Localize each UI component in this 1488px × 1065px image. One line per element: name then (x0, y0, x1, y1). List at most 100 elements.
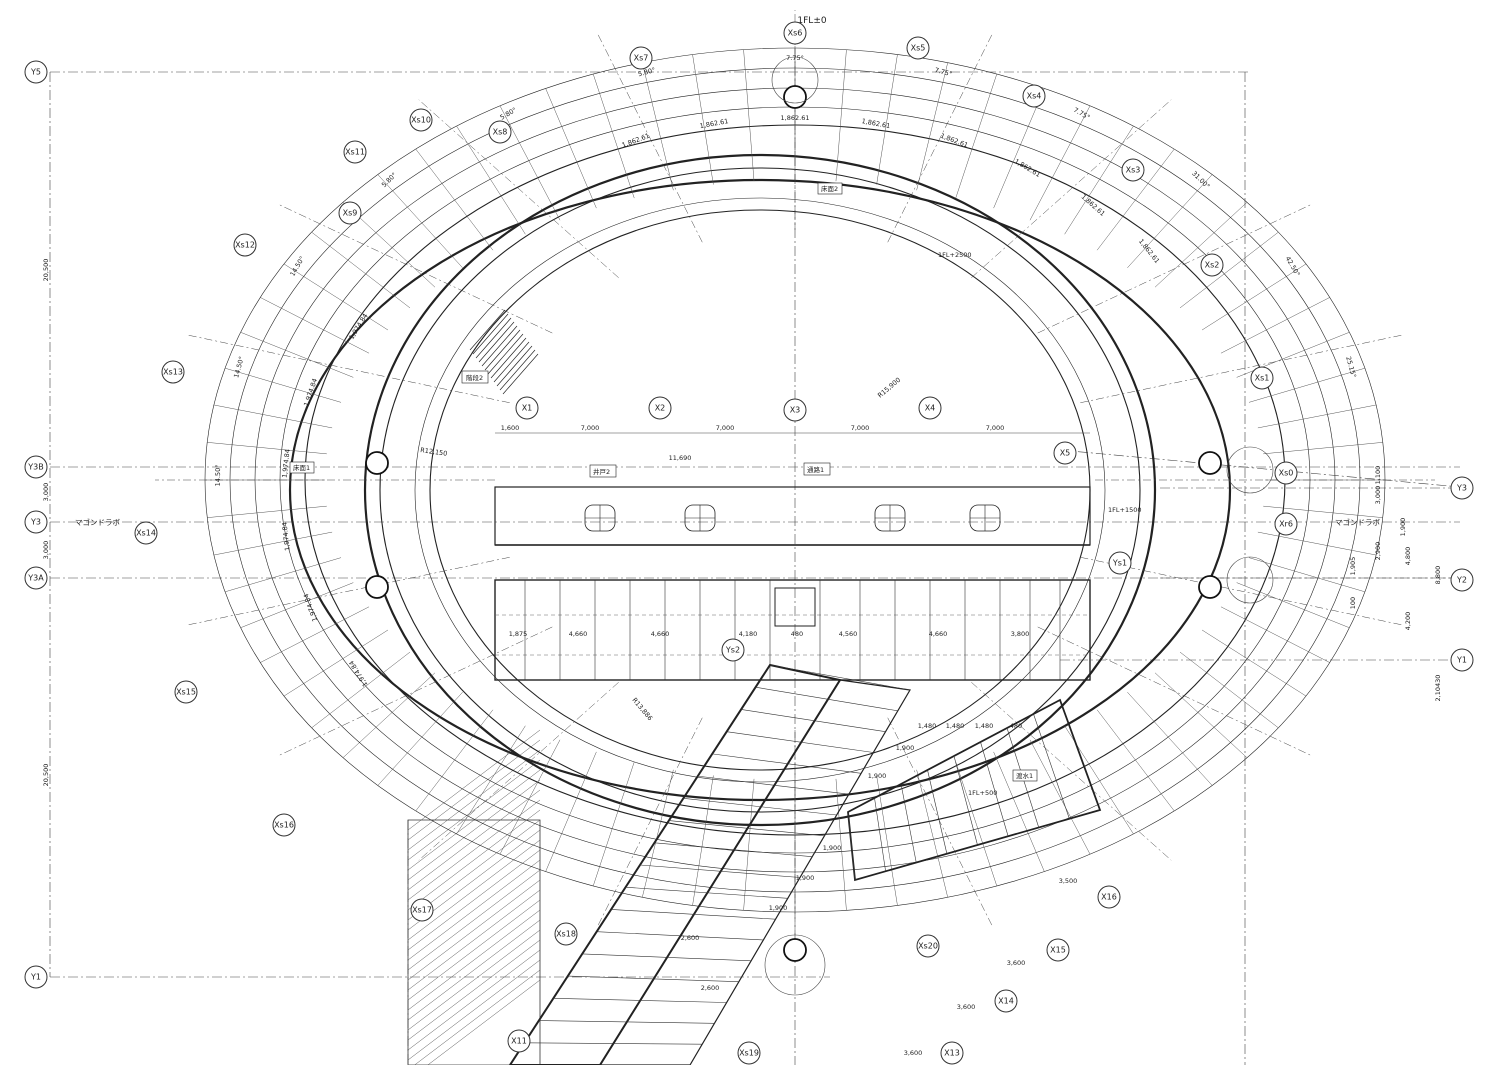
grid-bubble-xs8: Xs8 (488, 120, 512, 144)
grid-bubble-xs5: Xs5 (906, 36, 930, 60)
svg-text:Xs6: Xs6 (788, 29, 803, 38)
grid-bubble-xs11: Xs11 (343, 140, 367, 164)
bridge-label: 通路1 (807, 465, 824, 474)
svg-text:Y5: Y5 (30, 68, 41, 77)
dim-middle: 1,875 (509, 630, 528, 638)
grid-bubble-xs10: Xs10 (409, 108, 433, 132)
svg-text:X4: X4 (925, 404, 936, 413)
dim-top: 7,000 (986, 424, 1005, 432)
grid-bubble-y3a-5: Y3A (24, 566, 48, 590)
dim-angle: 7.75° (786, 54, 804, 62)
dim-ring-upper: 1,862.61 (939, 132, 969, 150)
diagonal-bridge (508, 663, 1102, 1065)
grid-bubble-xr6: Xr6 (1274, 512, 1298, 536)
svg-text:X2: X2 (655, 404, 666, 413)
grid-bubble-y3-left: Y3 (24, 510, 48, 534)
grid-bubble-xs14: Xs14 (134, 521, 158, 545)
dim-angle: 42.50° (1284, 255, 1302, 278)
svg-text:X14: X14 (998, 997, 1014, 1006)
grid-bubble-y3b-4: Y3B (24, 455, 48, 479)
gate-label: 渡水1 (1016, 771, 1033, 780)
grid-bubble-xs19: Xs19 (737, 1041, 761, 1065)
dim-stair: 1,900 (796, 874, 815, 882)
svg-text:X16: X16 (1101, 893, 1117, 902)
well-label: 井戸2 (593, 467, 610, 476)
svg-text:Xs8: Xs8 (493, 128, 508, 137)
dim-stair: 480 (1010, 722, 1022, 730)
svg-text:Ys2: Ys2 (725, 646, 740, 655)
dim-stair: 3,500 (1059, 877, 1078, 885)
dim-left: 3,000 (42, 483, 50, 502)
grid-bubble-xs17: Xs17 (410, 898, 434, 922)
grid-bubble-xs12: Xs12 (233, 233, 257, 257)
dim-angle: 14.50° (214, 464, 222, 486)
grid-bubble-x14: X14 (994, 989, 1018, 1013)
grid-lines (49, 30, 1461, 1065)
grid-bubble-x13: X13 (940, 1041, 964, 1065)
radius-label-inner: R15,900 (876, 376, 902, 400)
svg-text:Xs9: Xs9 (343, 209, 358, 218)
hatched-area (407, 729, 541, 1065)
grid-bubble-y5-3: Y5 (24, 60, 48, 84)
fl-label-b: 1FL+2500 (938, 251, 971, 259)
radius-label-outer: R12,150 (420, 446, 448, 458)
svg-text:X3: X3 (790, 406, 801, 415)
svg-text:Xs4: Xs4 (1027, 92, 1042, 101)
svg-text:Xs16: Xs16 (274, 821, 294, 830)
svg-text:Xs2: Xs2 (1205, 261, 1220, 270)
grid-bubble-x5: X5 (1053, 441, 1077, 465)
grid-bubble-y3-0: Y3 (1450, 476, 1474, 500)
dim-stair: 3,600 (957, 1003, 976, 1011)
fl-label-c: 1FL+500 (968, 789, 997, 797)
dim-middle: 4,660 (929, 630, 948, 638)
grid-bubble-xs7: Xs7 (629, 46, 653, 70)
grid-bubble-x1: X1 (515, 396, 539, 420)
floor-label: 床面1 (293, 463, 310, 472)
grid-bubble-x2: X2 (648, 396, 672, 420)
svg-text:Ys1: Ys1 (1112, 559, 1127, 568)
dim-stair: 1,480 (946, 722, 965, 730)
svg-text:Xs14: Xs14 (136, 529, 156, 538)
dim-stair: 3,600 (904, 1049, 923, 1057)
grid-bubble-xs0: Xs0 (1274, 461, 1298, 485)
svg-text:Y3: Y3 (30, 518, 41, 527)
dim-ring-left: 1,974.84 (348, 312, 370, 341)
dim-ring-upper: 1,862.61 (781, 114, 810, 122)
dim-middle: 4,660 (651, 630, 670, 638)
grid-bubble-x15: X15 (1046, 938, 1070, 962)
grid-bubble-xs3: Xs3 (1121, 158, 1145, 182)
dim-top: 7,000 (716, 424, 735, 432)
gondola-label-left: マゴンドラボ (75, 517, 120, 527)
dim-right: 8,800 (1434, 566, 1442, 585)
dim-top: 7,000 (581, 424, 600, 432)
svg-text:Xs20: Xs20 (918, 942, 938, 951)
dim-angle: 14.50° (288, 255, 306, 278)
dim-middle: 3,800 (1011, 630, 1030, 638)
grid-bubble-xs2: Xs2 (1200, 253, 1224, 277)
dim-stair: 1,900 (823, 844, 842, 852)
grid-bubble-xs16: Xs16 (272, 813, 296, 837)
svg-text:Xs3: Xs3 (1126, 166, 1141, 175)
dim-ring-left: 1,974.84 (348, 659, 370, 688)
dim-angle: 14.50° (232, 356, 246, 379)
dim-ring-left: 1,974.84 (281, 522, 292, 552)
dim-left: 3,000 (42, 541, 50, 560)
svg-text:Xs10: Xs10 (411, 116, 431, 125)
dim-stair: 1,480 (918, 722, 937, 730)
stair-label: 階段2 (466, 373, 483, 382)
grid-bubbles: Xs1Xs2Xs3Xs4Xs5Xs6Xs7Xs8Xs9Xs10Xs11Xs12X… (24, 21, 1474, 1065)
dim-right: 3,000 (1374, 486, 1382, 505)
radial-lines (155, 10, 1435, 950)
central-building (494, 432, 1091, 681)
svg-text:Xs0: Xs0 (1279, 469, 1294, 478)
svg-text:X13: X13 (944, 1049, 960, 1058)
svg-text:Y2: Y2 (1456, 576, 1467, 585)
dim-stair: 1,480 (975, 722, 994, 730)
dim-right: 1,100 (1374, 466, 1382, 485)
dim-right: 4,800 (1404, 547, 1412, 566)
svg-text:Xs13: Xs13 (163, 368, 183, 377)
grid-bubble-xs4: Xs4 (1022, 84, 1046, 108)
dim-top: 7,000 (851, 424, 870, 432)
